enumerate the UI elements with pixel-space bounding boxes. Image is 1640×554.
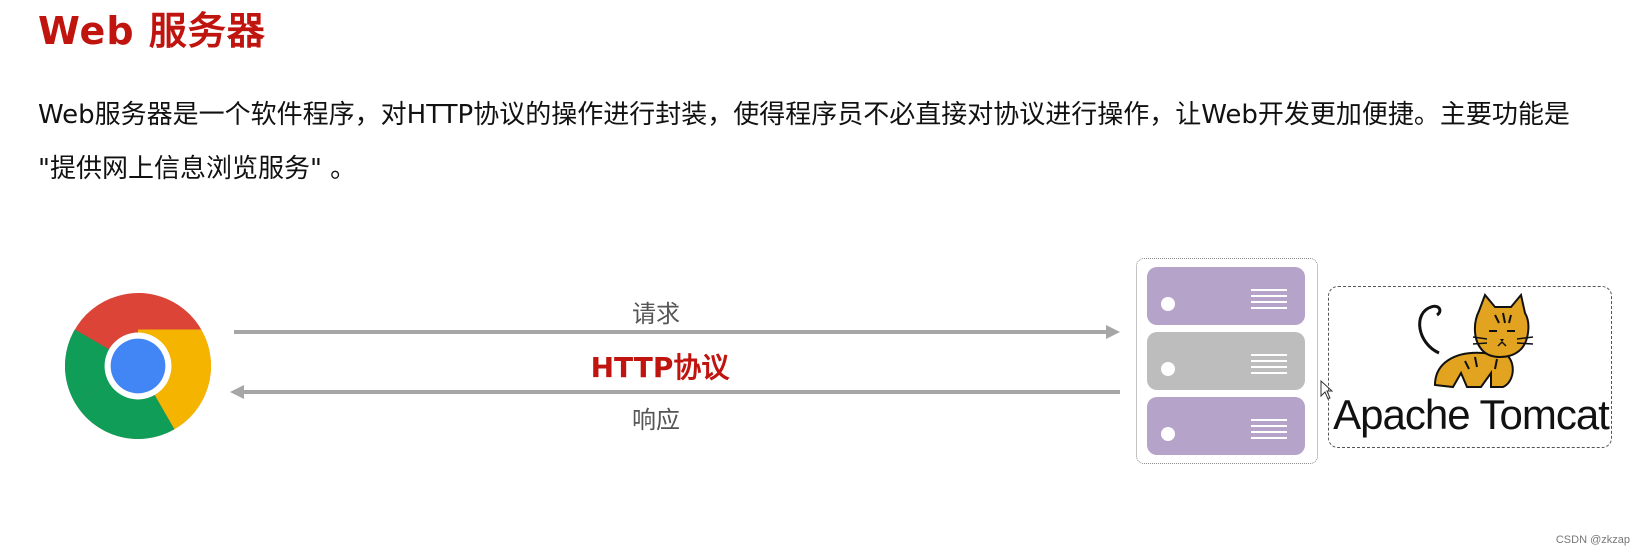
request-label: 请求: [632, 300, 680, 328]
response-arrowhead: [230, 385, 244, 399]
request-arrowhead: [1106, 325, 1120, 339]
mouse-cursor-icon: [1320, 380, 1334, 400]
tomcat-cat-icon: [1418, 293, 1534, 389]
request-response-arrows: [230, 325, 1120, 399]
page-title: Web 服务器: [38, 9, 266, 53]
watermark: CSDN @zkzap: [1555, 534, 1630, 546]
tomcat-logo: Apache Tomcat: [1328, 286, 1612, 448]
server-unit-bottom: [1147, 397, 1305, 455]
server-unit-middle: [1147, 332, 1305, 390]
chrome-browser-icon: [64, 293, 212, 440]
tomcat-logo-text: Apache Tomcat: [1333, 391, 1610, 438]
server-unit-top: [1147, 267, 1305, 325]
server-rack-icon: [1136, 258, 1318, 464]
description-text: Web服务器是一个软件程序，对HTTP协议的操作进行封装，使得程序员不必直接对协…: [38, 100, 1570, 184]
protocol-label: HTTP协议: [590, 351, 730, 384]
response-label: 响应: [632, 406, 680, 434]
